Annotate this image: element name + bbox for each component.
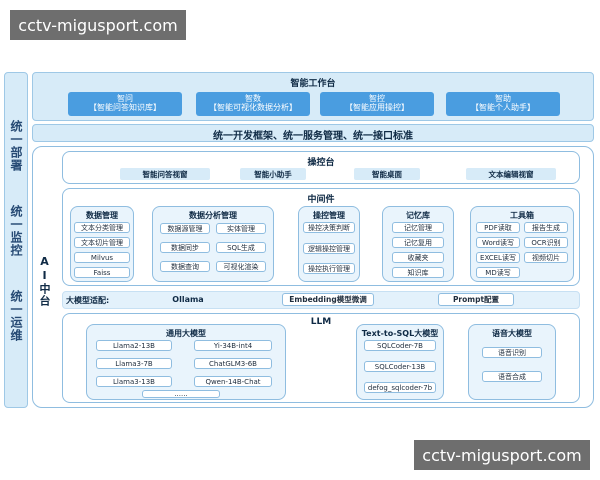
model-item[interactable]: Llama2-13B: [96, 340, 172, 351]
mw-item[interactable]: MD读写: [476, 267, 520, 278]
workbench-item-assistant[interactable]: 智助【智能个人助手】: [446, 92, 560, 116]
workbench-item-data[interactable]: 智数【智能可视化数据分析】: [196, 92, 310, 116]
group-title: 操控管理: [313, 211, 345, 220]
side-label-monitor: 统一监控: [9, 205, 23, 257]
mw-item[interactable]: 记忆复用: [392, 237, 444, 248]
mw-item[interactable]: 数据源管理: [160, 223, 210, 234]
left-side-bar: [4, 72, 28, 408]
llm-title: LLM: [310, 317, 332, 327]
item-desc: 【智能问答知识库】: [89, 103, 161, 112]
mw-item[interactable]: EXCEL读写: [476, 252, 520, 263]
item-desc: 【智能个人助手】: [471, 103, 535, 112]
model-item[interactable]: 语音合成: [482, 371, 542, 382]
item-desc: 【智能应用操控】: [345, 103, 409, 112]
side-label-ops: 统一运维: [9, 290, 23, 342]
tab-smart-desktop[interactable]: 智能桌面: [354, 168, 420, 180]
mw-item[interactable]: 视频切片: [524, 252, 568, 263]
item-name: 智问: [117, 94, 133, 103]
workbench-item-control[interactable]: 智控【智能应用操控】: [320, 92, 434, 116]
workbench-title: 智能工作台: [290, 79, 336, 89]
group-title: 工具箱: [510, 211, 534, 220]
model-item-more[interactable]: ......: [142, 390, 220, 398]
group-title: 数据分析管理: [189, 211, 237, 220]
mw-item[interactable]: 实体管理: [216, 223, 266, 234]
middleware-title: 中间件: [307, 195, 335, 205]
tab-assistant[interactable]: 智能小助手: [240, 168, 306, 180]
mw-item[interactable]: 知识库: [392, 267, 444, 278]
unified-bar: [32, 124, 594, 142]
adapter-prompt-config[interactable]: Prompt配置: [438, 293, 514, 306]
workbench-item-ask[interactable]: 智问【智能问答知识库】: [68, 92, 182, 116]
mw-item[interactable]: Word读写: [476, 237, 520, 248]
mw-item[interactable]: Faiss: [74, 267, 130, 278]
watermark-top: cctv-migusport.com: [10, 10, 186, 40]
group-speech-models: [468, 324, 556, 400]
model-item[interactable]: Llama3-7B: [96, 358, 172, 369]
model-item[interactable]: defog_sqlcoder-7b: [364, 382, 436, 393]
mw-item[interactable]: OCR识别: [524, 237, 568, 248]
mw-item[interactable]: PDF读取: [476, 222, 520, 233]
item-name: 智控: [369, 94, 385, 103]
group-title: 数据管理: [86, 211, 118, 220]
mw-item[interactable]: 文本切片管理: [74, 237, 130, 248]
adapter-embedding-tuning[interactable]: Embedding模型微调: [282, 293, 374, 306]
model-item[interactable]: Llama3-13B: [96, 376, 172, 387]
group-title: 记忆库: [406, 211, 430, 220]
mw-item[interactable]: Milvus: [74, 252, 130, 263]
mw-item[interactable]: 数据查询: [160, 261, 210, 272]
mw-item[interactable]: 报告生成: [524, 222, 568, 233]
group-title: Text-to-SQL大模型: [361, 329, 439, 338]
mw-item[interactable]: 文本分类管理: [74, 222, 130, 233]
mw-item[interactable]: 操控决策判断: [303, 222, 355, 233]
mw-item[interactable]: SQL生成: [216, 242, 266, 253]
model-item[interactable]: ChatGLM3-6B: [194, 358, 272, 369]
mw-item[interactable]: 逻辑操控管理: [303, 243, 355, 254]
model-item[interactable]: 语音识别: [482, 347, 542, 358]
tab-text-editor[interactable]: 文本编辑视窗: [466, 168, 556, 180]
tab-qa-window[interactable]: 智能问答视窗: [120, 168, 210, 180]
mw-item[interactable]: 可视化渲染: [216, 261, 266, 272]
ai-platform-label: AI中台: [38, 255, 51, 307]
unified-bar-text: 统一开发框架、统一服务管理、统一接口标准: [213, 131, 413, 142]
item-name: 智助: [495, 94, 511, 103]
adapter-ollama: Ollama: [172, 295, 204, 304]
item-name: 智数: [245, 94, 261, 103]
mw-item[interactable]: 记忆管理: [392, 222, 444, 233]
mw-item[interactable]: 数据同步: [160, 242, 210, 253]
model-item[interactable]: SQLCoder-13B: [364, 361, 436, 372]
side-label-deploy: 统一部署: [9, 120, 23, 172]
model-item[interactable]: Qwen-14B-Chat: [194, 376, 272, 387]
adapter-label: 大模型适配:: [66, 296, 110, 305]
watermark-bottom: cctv-migusport.com: [414, 440, 590, 470]
group-title: 语音大模型: [492, 329, 532, 338]
item-desc: 【智能可视化数据分析】: [209, 103, 297, 112]
console-title: 操控台: [307, 158, 335, 168]
mw-item[interactable]: 操控执行管理: [303, 263, 355, 274]
mw-item[interactable]: 收藏夹: [392, 252, 444, 263]
group-title: 通用大模型: [166, 329, 206, 338]
model-item[interactable]: Yi-34B-int4: [194, 340, 272, 351]
model-item[interactable]: SQLCoder-7B: [364, 340, 436, 351]
